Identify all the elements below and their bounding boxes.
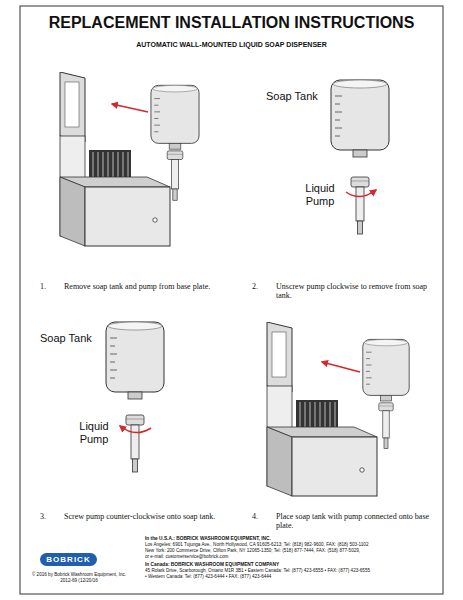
step-number: 4. [252, 512, 272, 521]
page-title: REPLACEMENT INSTALLATION INSTRUCTIONS [20, 14, 443, 32]
address-line: • Western Canada: Tel: (877) 423-6444 • … [145, 574, 440, 579]
step-number: 1. [40, 282, 60, 291]
address-line: New York: 200 Commerce Drive, Clifton Pa… [145, 548, 440, 553]
address-line: In Canada: BOBRICK WASHROOM EQUIPMENT CO… [145, 562, 440, 568]
address-line: 45 Rolark Drive, Scarborough, Ontario M1… [145, 568, 440, 573]
logo-text: BOBRICK [40, 553, 97, 566]
part-name: Soap Tank [40, 332, 102, 345]
copyright: © 2016 by Bobrick Washroom Equipment, In… [24, 572, 134, 577]
step-text: Remove soap tank and pump from base plat… [64, 282, 224, 291]
step-number: 2. [252, 282, 272, 291]
address-line: Los Angeles: 6901 Tujunga Ave., North Ho… [145, 542, 440, 547]
document-code: 2012-69 (12/20/16 [24, 578, 134, 583]
part-name: Liquid Pump [72, 420, 116, 445]
step-text: Unscrew pump clockwise to remove from so… [276, 282, 431, 300]
part-name: Soap Tank [266, 90, 328, 103]
step-text: Screw pump counter-clockwise onto soap t… [64, 512, 224, 521]
subtitle: AUTOMATIC WALL-MOUNTED LIQUID SOAP DISPE… [20, 41, 443, 49]
part-name: Liquid Pump [298, 182, 342, 207]
step-text: Place soap tank with pump connected onto… [276, 512, 431, 530]
address-line: or e-mail: customerservice@bobrick.com [145, 554, 440, 559]
address-line: In the U.S.A.: BOBRICK WASHROOM EQUIPMEN… [145, 536, 440, 542]
logo-badge: BOBRICK [40, 553, 97, 566]
step-number: 3. [40, 512, 60, 521]
